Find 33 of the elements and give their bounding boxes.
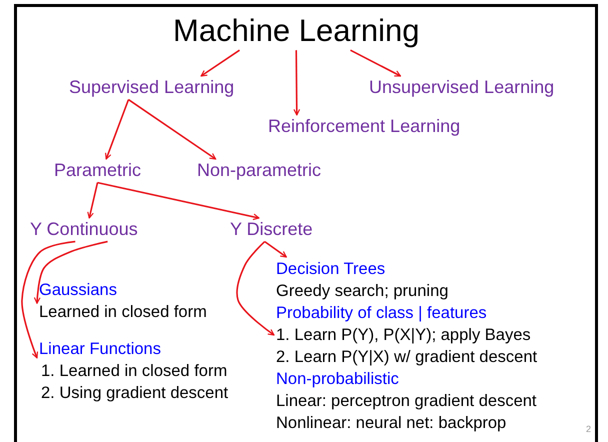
arrow: [21, 240, 76, 358]
description-text: 1. Learn P(Y), P(X|Y); apply Bayes: [276, 325, 532, 346]
description-text: Learned in closed form: [39, 302, 207, 323]
arrow: [128, 98, 216, 160]
category-label: Supervised Learning: [69, 77, 234, 99]
description-text: 1. Learned in closed form: [40, 361, 228, 382]
arrow: [200, 50, 240, 77]
category-label: Parametric: [54, 160, 142, 182]
arrow: [264, 240, 287, 258]
arrow: [87, 182, 98, 219]
category-label: Reinforcement Learning: [268, 116, 460, 138]
arrow: [350, 49, 402, 77]
arrow: [293, 50, 300, 116]
category-label: Y Discrete: [230, 219, 313, 241]
section-heading: Decision Trees: [276, 259, 386, 280]
arrow: [97, 182, 260, 220]
diagram-title: Machine Learning: [173, 12, 420, 50]
arrow: [34, 240, 108, 304]
category-label: Y Continuous: [30, 219, 138, 241]
description-text: 2. Learn P(Y|X) w/ gradient descent: [276, 347, 538, 368]
page-number: 2: [586, 424, 592, 434]
arrow: [105, 99, 130, 160]
category-label: Unsupervised Learning: [369, 77, 554, 99]
section-heading: Linear Functions: [39, 339, 162, 360]
description-text: Nonlinear: neural net: backprop: [276, 413, 508, 434]
section-heading: Non-probabilistic: [276, 369, 400, 390]
arrow: [236, 241, 275, 336]
description-text: Linear: perceptron gradient descent: [276, 391, 537, 412]
description-text: Greedy search; pruning: [276, 281, 448, 302]
section-heading: Probability of class | features: [276, 303, 488, 324]
category-label: Non-parametric: [197, 160, 322, 182]
section-heading: Gaussians: [39, 280, 118, 301]
description-text: 2. Using gradient descent: [40, 383, 228, 404]
